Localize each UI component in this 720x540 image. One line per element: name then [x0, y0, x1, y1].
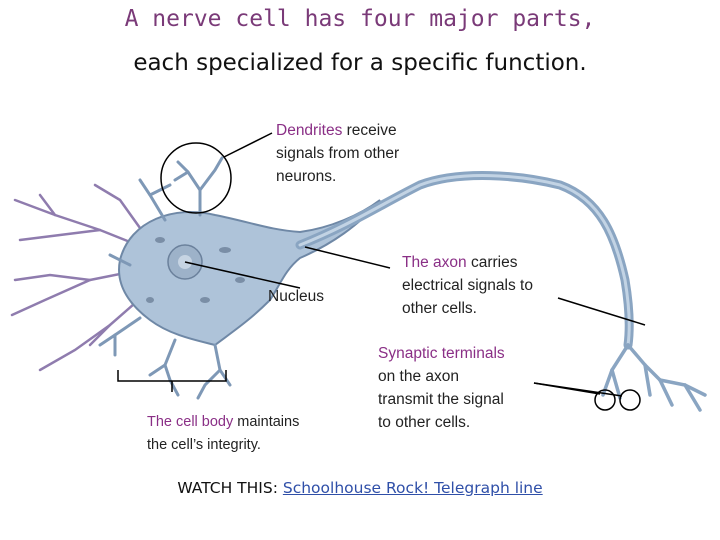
cell-body-text-1: maintains — [233, 414, 300, 430]
axon-text-2: electrical signals to — [402, 277, 533, 294]
dendrites-label: Dendrites receive signals from other neu… — [276, 119, 436, 188]
soma-dendrites — [98, 156, 232, 400]
nucleus-label: Nucleus — [268, 285, 324, 308]
dendrites-text-1: receive — [342, 122, 397, 139]
axon-text-3: other cells. — [402, 300, 477, 317]
terminal-highlight-circle-1 — [594, 389, 616, 411]
title-line-1: A nerve cell has four major parts, — [124, 6, 596, 32]
watch-prefix: WATCH THIS: — [177, 479, 283, 497]
axon-label: The axon carries electrical signals to o… — [402, 251, 572, 320]
axon-text-1: carries — [466, 254, 518, 271]
dendrites — [10, 183, 152, 372]
cell-body-term: The cell body — [147, 414, 234, 430]
axon-pointer-line-1 — [304, 246, 391, 269]
axon-terminals — [601, 343, 707, 412]
synaptic-text-3: transmit the signal — [378, 391, 504, 408]
dendrites-text-2: signals from other — [276, 145, 400, 162]
watch-this-line: WATCH THIS: Schoolhouse Rock! Telegraph … — [0, 479, 720, 497]
synaptic-text-2: on the axon — [378, 368, 460, 385]
cell-body-bracket — [117, 370, 227, 392]
nucleus-term: Nucleus — [268, 288, 324, 305]
dendrite-highlight-circle — [160, 142, 232, 214]
video-link[interactable]: Schoolhouse Rock! Telegraph line — [282, 479, 543, 497]
synaptic-pointer-line-2 — [533, 382, 623, 397]
dendrites-text-3: neurons. — [276, 168, 337, 185]
axon-pointer-line-2 — [557, 297, 646, 326]
synaptic-term: Synaptic terminals — [378, 345, 505, 362]
title-line-2: each specialized for a specific function… — [133, 50, 587, 76]
dendrites-term: Dendrites — [276, 122, 343, 139]
axon-term: The axon — [402, 254, 467, 271]
cell-body-text-2: the cell’s integrity. — [147, 437, 261, 453]
synaptic-text-4: to other cells. — [378, 414, 471, 431]
dendrite-pointer-line — [223, 132, 273, 158]
nucleus-pointer-line — [184, 261, 301, 289]
synaptic-terminals-label: Synaptic terminals on the axon transmit … — [378, 342, 548, 434]
terminal-highlight-circle-2 — [619, 389, 641, 411]
cell-body-label: The cell body maintains the cell’s integ… — [147, 411, 357, 457]
